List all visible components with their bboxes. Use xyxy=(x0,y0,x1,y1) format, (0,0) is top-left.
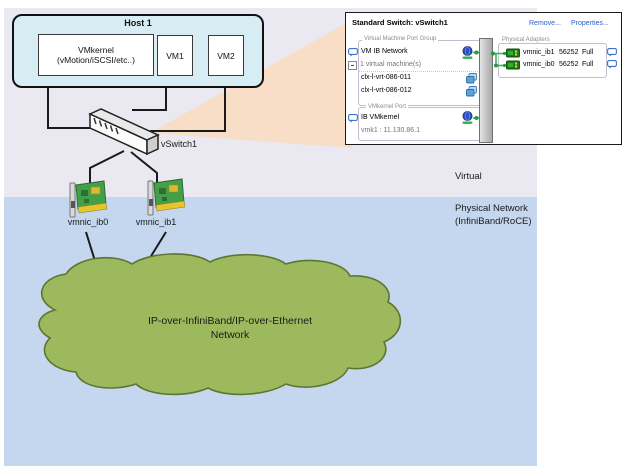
host-title: Host 1 xyxy=(124,18,152,28)
vmkernel-box: VMkernel (vMotion/iSCSI/etc..) xyxy=(38,34,154,76)
adapter-icon xyxy=(506,60,520,70)
nic1-label: vmnic_ib1 xyxy=(135,217,177,227)
vmk-address: vmk1 : 11.130.86.1 xyxy=(361,127,421,134)
physical-zone-label-line1: Physical Network xyxy=(455,203,528,214)
remove-link[interactable]: Remove... xyxy=(529,20,561,27)
adapter-duplex: Full xyxy=(582,61,594,68)
vm-icon xyxy=(466,73,477,84)
port-globe-icon xyxy=(462,46,473,59)
vmkernel-note-icon[interactable] xyxy=(348,114,358,123)
adapter-name: vmnic_ib0 xyxy=(523,61,555,68)
vm-icon xyxy=(466,86,477,97)
port-group-label: Virtual Machine Port Group xyxy=(362,36,439,42)
port-group-box xyxy=(358,40,483,106)
nic0-label: vmnic_ib0 xyxy=(67,217,109,227)
physical-zone-label-line2: (InfiniBand/RoCE) xyxy=(455,216,532,227)
host-box: Host 1 VMkernel (vMotion/iSCSI/etc..) VM… xyxy=(12,14,264,88)
vm2-label: VM2 xyxy=(217,50,235,61)
adapter-icon xyxy=(506,48,520,58)
cloud-label-line1: IP-over-InfiniBand/IP-over-Ethernet xyxy=(148,315,312,327)
vm2-box: VM2 xyxy=(208,35,244,76)
cloud-label-line2: Network xyxy=(210,329,250,341)
vm-list-item: clx-l-vrt-086-012 xyxy=(361,87,412,94)
adapter-duplex: Full xyxy=(582,49,594,56)
vm1-label: VM1 xyxy=(166,50,184,61)
vmkernel-port-label: VMkernel Port xyxy=(366,104,409,110)
port-note-icon[interactable] xyxy=(348,48,358,57)
divider xyxy=(359,71,478,72)
port-group-name: VM IB Network xyxy=(361,48,408,55)
adapter-note-icon[interactable] xyxy=(607,48,617,57)
vswitch-label: vSwitch1 xyxy=(161,139,198,149)
properties-link[interactable]: Properties... xyxy=(571,20,609,27)
vmkernel-label-line1: VMkernel xyxy=(78,45,114,55)
vmkernel-globe-icon xyxy=(462,111,473,124)
vmkernel-port-name: IB VMkernel xyxy=(361,114,400,121)
vmkernel-label-line2: (vMotion/iSCSI/etc..) xyxy=(57,55,135,65)
adapter-speed: 56252 xyxy=(559,61,579,68)
vm-list-item: clx-l-vrt-086-011 xyxy=(361,74,412,81)
vmkernel-port-box xyxy=(358,107,483,141)
adapter-name: vmnic_ib1 xyxy=(523,49,555,56)
collapse-expander[interactable] xyxy=(348,61,357,70)
physical-adapters-label: Physical Adapters xyxy=(500,37,552,43)
vm-count-text: 1 virtual machine(s) xyxy=(360,61,422,68)
standard-switch-panel: Standard Switch: vSwitch1 Remove... Prop… xyxy=(345,12,622,145)
adapter-speed: 56252 xyxy=(559,49,579,56)
physical-zone-label: Physical Network (InfiniBand/RoCE) xyxy=(455,202,532,228)
panel-title: Standard Switch: vSwitch1 xyxy=(352,18,448,27)
cloud-label: IP-over-InfiniBand/IP-over-Ethernet Netw… xyxy=(95,314,365,342)
vswitch-bar xyxy=(479,38,493,143)
vm1-box: VM1 xyxy=(157,35,193,76)
adapter-note-icon[interactable] xyxy=(607,60,617,69)
virtual-zone-label: Virtual xyxy=(455,171,482,182)
